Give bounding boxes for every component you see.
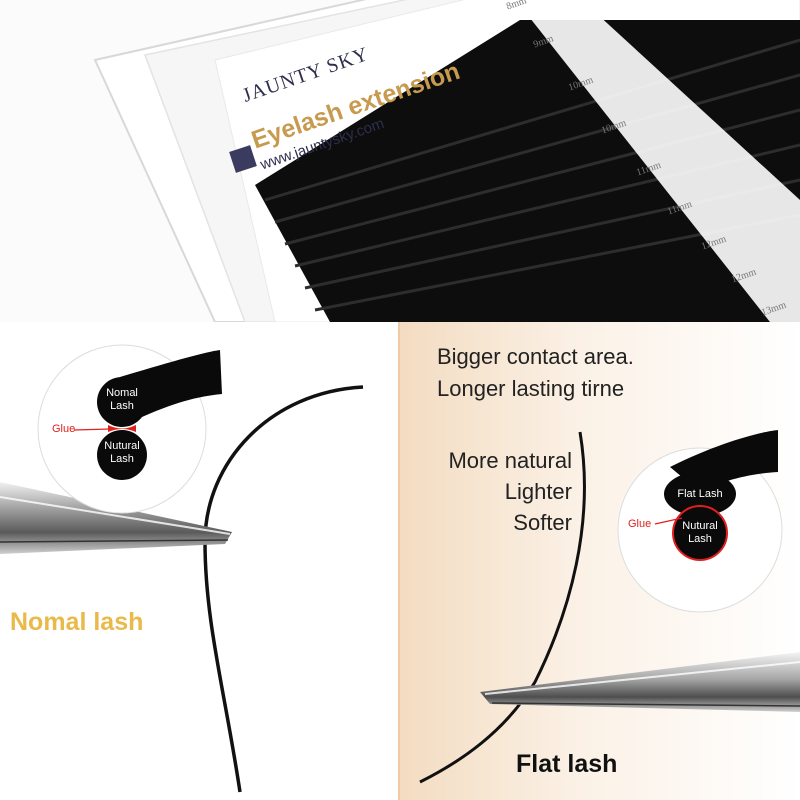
natural-lash-circle-right — [672, 505, 728, 561]
flat-lash-caption: Flat lash — [516, 750, 618, 778]
inset-flat-label: Flat Lash — [677, 488, 723, 500]
natural-lash-circle-left — [97, 430, 147, 480]
flat-lash-panel: Bigger contact area. Longer lasting tirn… — [400, 322, 800, 800]
claim-more-natural: More natural — [448, 448, 572, 473]
claim-contact-area: Bigger contact area. — [437, 344, 634, 369]
flat-lash-curve — [419, 431, 586, 784]
flat-lash-inset — [617, 430, 783, 613]
normal-lash-curve — [203, 385, 364, 793]
normal-lash-inset — [37, 344, 222, 514]
normal-lash-caption: Nomal lash — [10, 608, 144, 636]
claim-softer: Softer — [513, 510, 572, 535]
claim-lighter: Lighter — [504, 479, 572, 504]
normal-lash-illustration — [0, 344, 364, 793]
flat-lash-shape — [664, 472, 736, 516]
tweezer-left — [0, 482, 232, 554]
lash-tray-illustration — [93, 0, 800, 322]
glue-label-right: Glue — [628, 518, 652, 530]
flat-lash-illustration — [419, 430, 800, 784]
panel-divider — [398, 322, 400, 800]
tweezer-right — [480, 652, 800, 712]
brand-mark — [229, 145, 257, 173]
glue-spot-left — [108, 425, 136, 432]
glue-label-left: Glue — [52, 423, 76, 435]
lash-tray-photo: JAUNTY SKY Eyelash extension www.jauntys… — [0, 0, 800, 322]
claim-lasting-time: Longer lasting tirne — [437, 376, 625, 401]
normal-lash-circle — [97, 377, 147, 427]
